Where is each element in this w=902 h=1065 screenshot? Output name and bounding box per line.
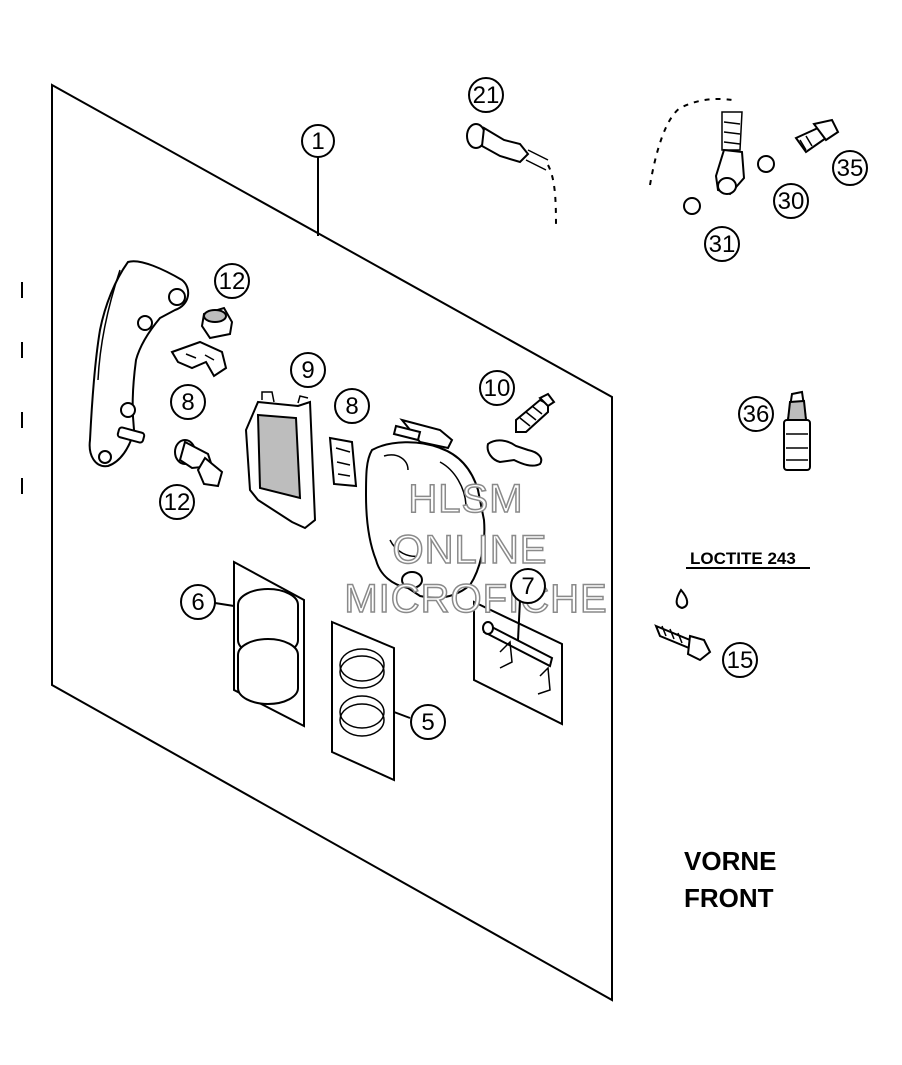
brake-pad-9	[244, 391, 317, 530]
callout-6[interactable]: 6	[180, 584, 216, 620]
callout-1[interactable]: 1	[301, 124, 335, 158]
watermark-line3: MICROFICHE	[344, 577, 607, 621]
callout-8-right[interactable]: 8	[334, 388, 370, 424]
loctite-label: LOCTITE 243	[690, 549, 796, 568]
callout-label-21: 21	[473, 82, 500, 109]
watermark-line1: HLSM	[408, 477, 523, 521]
callout-31[interactable]: 31	[704, 226, 740, 262]
callout-7[interactable]: 7	[510, 568, 546, 604]
callout-label-30: 30	[778, 188, 805, 215]
callout-9[interactable]: 9	[290, 352, 326, 388]
caliper-bracket	[88, 260, 190, 468]
callout-label-6: 6	[191, 589, 204, 616]
callout-label-1: 1	[311, 128, 324, 155]
callout-label-9: 9	[301, 357, 314, 384]
banjo-fitting	[649, 98, 840, 215]
seals-5	[339, 648, 385, 737]
callout-label-7: 7	[521, 573, 534, 600]
leader-7	[517, 599, 521, 641]
watermark-line2: ONLINE	[393, 528, 548, 572]
callout-label-8-left: 8	[181, 389, 194, 416]
callout-label-15: 15	[727, 647, 754, 674]
pad-spring-8-left	[170, 340, 228, 378]
callout-10[interactable]: 10	[479, 370, 515, 406]
seal-panel	[331, 620, 395, 782]
callout-label-35: 35	[837, 155, 864, 182]
callout-12-bottom[interactable]: 12	[159, 484, 195, 520]
callout-label-12-top: 12	[219, 268, 246, 295]
watermark: HLSM ONLINE MICROFICHE	[344, 476, 608, 622]
bleeder-10	[486, 392, 556, 467]
callout-label-5: 5	[421, 709, 434, 736]
pistons-6	[237, 588, 299, 705]
callout-15[interactable]: 15	[722, 642, 758, 678]
callout-21[interactable]: 21	[468, 77, 504, 113]
guide-pin-12	[174, 439, 224, 488]
callout-label-12-bottom: 12	[164, 489, 191, 516]
brake-line-21	[466, 123, 557, 231]
callout-label-10: 10	[484, 375, 511, 402]
callout-12-top[interactable]: 12	[214, 263, 250, 299]
callout-label-31: 31	[709, 231, 736, 258]
leader-5	[393, 711, 411, 719]
bolt-15	[654, 567, 810, 662]
callout-35[interactable]: 35	[832, 150, 868, 186]
bushing-12-top	[200, 306, 234, 340]
loctite-bottle-36	[783, 390, 811, 471]
callout-5[interactable]: 5	[410, 704, 446, 740]
callout-label-36: 36	[743, 401, 770, 428]
pad-spring-8-right	[328, 436, 358, 488]
callout-36[interactable]: 36	[738, 396, 774, 432]
callouts: 1 21 35 30 31 12 8 12 9 8 10 36 6 7 5 15	[159, 77, 868, 740]
pin-7	[482, 621, 554, 695]
assembly-panel	[51, 83, 613, 1002]
callout-8-left[interactable]: 8	[170, 384, 206, 420]
leader-6	[214, 602, 235, 607]
vorne-label: VORNE	[684, 846, 776, 876]
front-label: FRONT	[684, 883, 774, 913]
callout-label-8-right: 8	[345, 393, 358, 420]
caliper-body	[364, 418, 486, 599]
callout-30[interactable]: 30	[773, 183, 809, 219]
